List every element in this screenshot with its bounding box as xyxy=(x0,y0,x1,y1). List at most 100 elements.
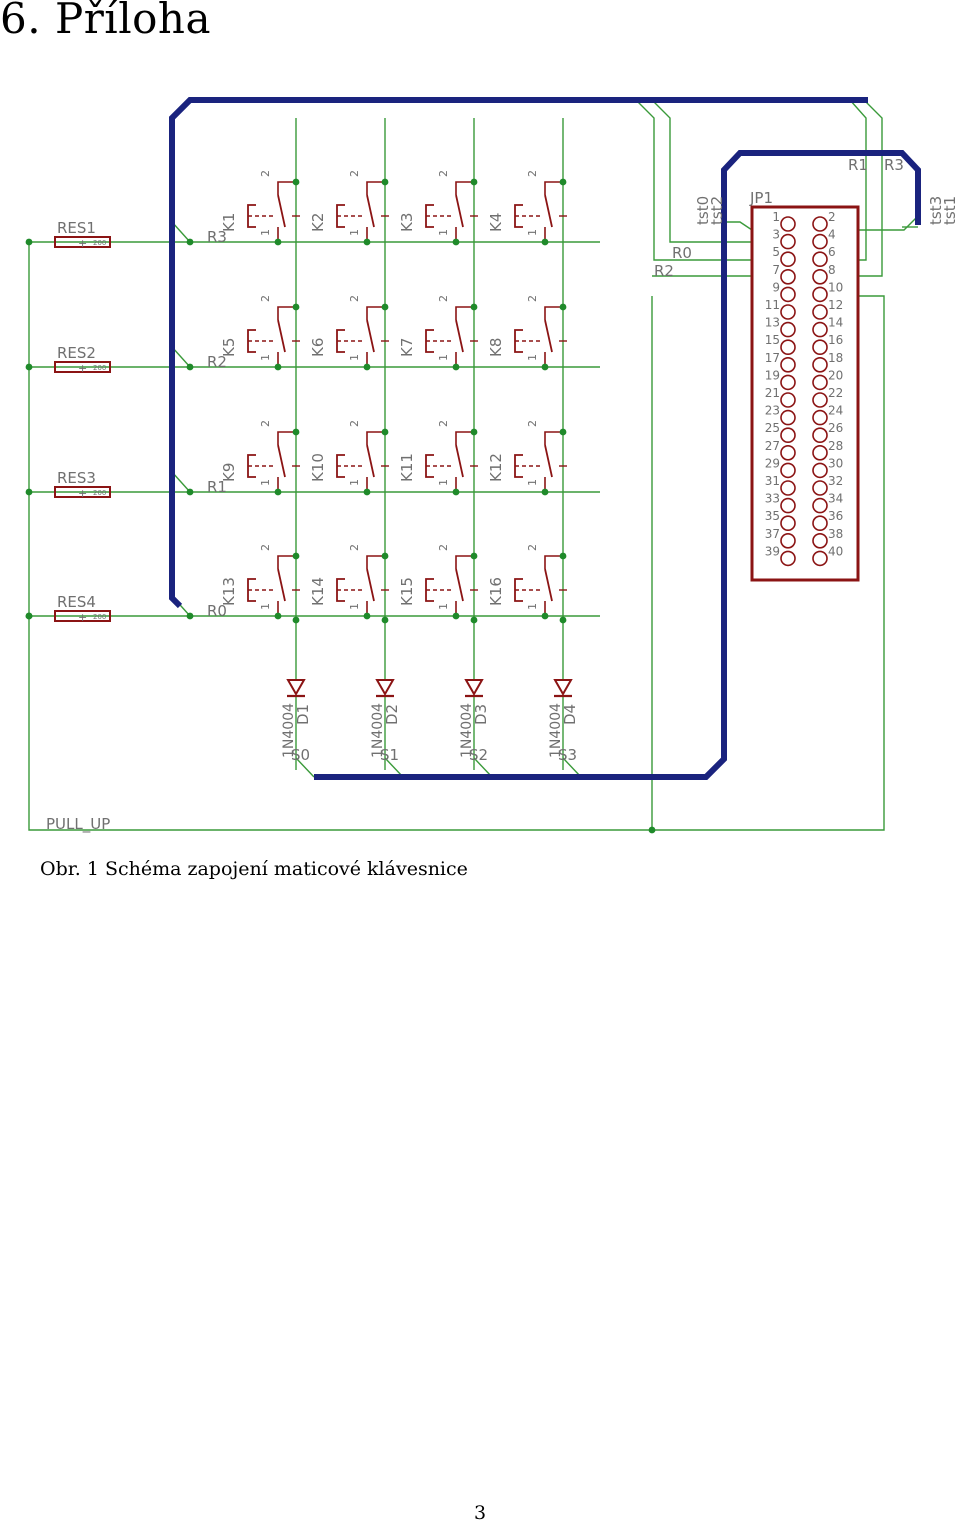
switch-pin-top: 2 xyxy=(526,420,539,427)
switch-pin-bottom: 1 xyxy=(259,479,272,486)
switch-lead xyxy=(366,306,385,320)
junction-dot xyxy=(363,238,371,246)
resistor-body xyxy=(54,486,111,498)
connector-pin-even xyxy=(812,462,828,479)
switch-lead xyxy=(277,431,296,445)
switch-pin-bottom: 1 xyxy=(348,603,361,610)
connector-pin-even xyxy=(812,409,828,426)
switch-pin-top: 2 xyxy=(259,420,272,427)
switch-lead xyxy=(544,181,563,195)
connector-pin-label-even: 4 xyxy=(828,228,836,242)
resistor-plus: + xyxy=(78,611,87,624)
switch-name: K6 xyxy=(309,338,327,357)
connector-pin-odd xyxy=(780,304,796,320)
diode-name: D3 xyxy=(472,704,490,725)
junction-dot xyxy=(452,363,460,371)
junction-dot xyxy=(648,826,656,834)
wire xyxy=(859,215,919,231)
switch-name: K10 xyxy=(309,453,327,482)
net-label-tst0: tst0 xyxy=(694,196,712,225)
connector-pin-label-odd: 15 xyxy=(765,333,780,347)
junction-dot xyxy=(186,488,194,496)
connector-pin-label-odd: 9 xyxy=(772,280,780,294)
wire xyxy=(635,99,752,261)
connector-pin-label-even: 34 xyxy=(828,492,843,506)
connector-pin-label-even: 22 xyxy=(828,386,843,400)
resistor-name: RES2 xyxy=(57,344,96,362)
diode-value: 1N4004 xyxy=(459,703,475,758)
connector-pin-label-even: 8 xyxy=(828,263,836,277)
connector-pin-odd xyxy=(780,251,796,268)
switch-blade xyxy=(277,319,286,353)
switch-lead xyxy=(544,431,563,445)
junction-dot xyxy=(541,363,549,371)
junction-dot xyxy=(363,488,371,496)
connector-pin-label-even: 20 xyxy=(828,368,843,382)
junction-dot xyxy=(381,552,389,560)
switch-blade xyxy=(366,319,375,353)
connector-pin-odd xyxy=(780,392,796,408)
connector-pin-label-even: 24 xyxy=(828,404,843,418)
heading-number: 6. xyxy=(0,0,42,43)
junction-dot xyxy=(186,238,194,246)
junction-dot xyxy=(292,552,300,560)
bus-line xyxy=(169,97,868,609)
junction-dot xyxy=(452,238,460,246)
wires-layer xyxy=(28,99,919,831)
connector-pin-label-odd: 7 xyxy=(772,263,780,277)
connector-pin-label-even: 10 xyxy=(828,280,843,294)
connector-pin-even xyxy=(812,374,828,391)
wire xyxy=(473,757,493,778)
connector-pin-odd xyxy=(780,497,796,514)
connector-pin-label-odd: 5 xyxy=(772,245,780,259)
junctions-layer xyxy=(25,178,656,834)
switch-name: K1 xyxy=(220,213,238,232)
switch-lead xyxy=(544,306,563,320)
connector-pin-even xyxy=(812,392,828,408)
connector-pin-label-odd: 19 xyxy=(765,368,780,382)
switch-blade xyxy=(455,568,464,602)
diode-value: 1N4004 xyxy=(548,703,564,758)
switch-pin-bottom: 1 xyxy=(526,229,539,236)
connector-name: JP1 xyxy=(749,189,773,207)
switch-pin-top: 2 xyxy=(259,170,272,177)
switch-name: K5 xyxy=(220,338,238,357)
switch-pin-top: 2 xyxy=(348,295,361,302)
junction-dot xyxy=(292,303,300,311)
switch-lead xyxy=(366,431,385,445)
connector-pin-even xyxy=(812,321,828,338)
junction-dot xyxy=(186,612,194,620)
junction-dot xyxy=(274,612,282,620)
connector-pin-label-odd: 11 xyxy=(765,298,780,312)
net-label-r0: R0 xyxy=(672,244,692,262)
resistor-plus: + xyxy=(78,237,87,250)
diode-value: 1N4004 xyxy=(281,703,297,758)
connector-pin-odd xyxy=(780,409,796,426)
switch-pin-bottom: 1 xyxy=(437,229,450,236)
connector-pin-odd xyxy=(780,532,796,549)
junction-dot xyxy=(559,552,567,560)
junction-dot xyxy=(470,303,478,311)
resistor-body xyxy=(54,361,111,373)
switch-pin-top: 2 xyxy=(526,544,539,551)
resistor-plus: + xyxy=(78,362,87,375)
connector-pin-label-even: 38 xyxy=(828,527,843,541)
junction-dot xyxy=(381,178,389,186)
page-number: 3 xyxy=(473,1502,487,1524)
resistor-value: 200 xyxy=(93,489,106,497)
junction-dot xyxy=(452,488,460,496)
heading-title: Příloha xyxy=(54,0,212,43)
switch-pin-top: 2 xyxy=(437,170,450,177)
connector-pin-label-odd: 35 xyxy=(765,509,780,523)
switch-name: K11 xyxy=(398,453,416,482)
switch-blade xyxy=(455,444,464,478)
column-net-label: S3 xyxy=(558,746,577,764)
connector-pin-odd xyxy=(780,356,796,373)
junction-dot xyxy=(274,363,282,371)
switch-pin-bottom: 1 xyxy=(259,603,272,610)
switch-lead xyxy=(455,431,474,445)
connector-pin-even xyxy=(812,286,828,303)
switch-pin-top: 2 xyxy=(526,295,539,302)
switch-name: K14 xyxy=(309,577,327,606)
